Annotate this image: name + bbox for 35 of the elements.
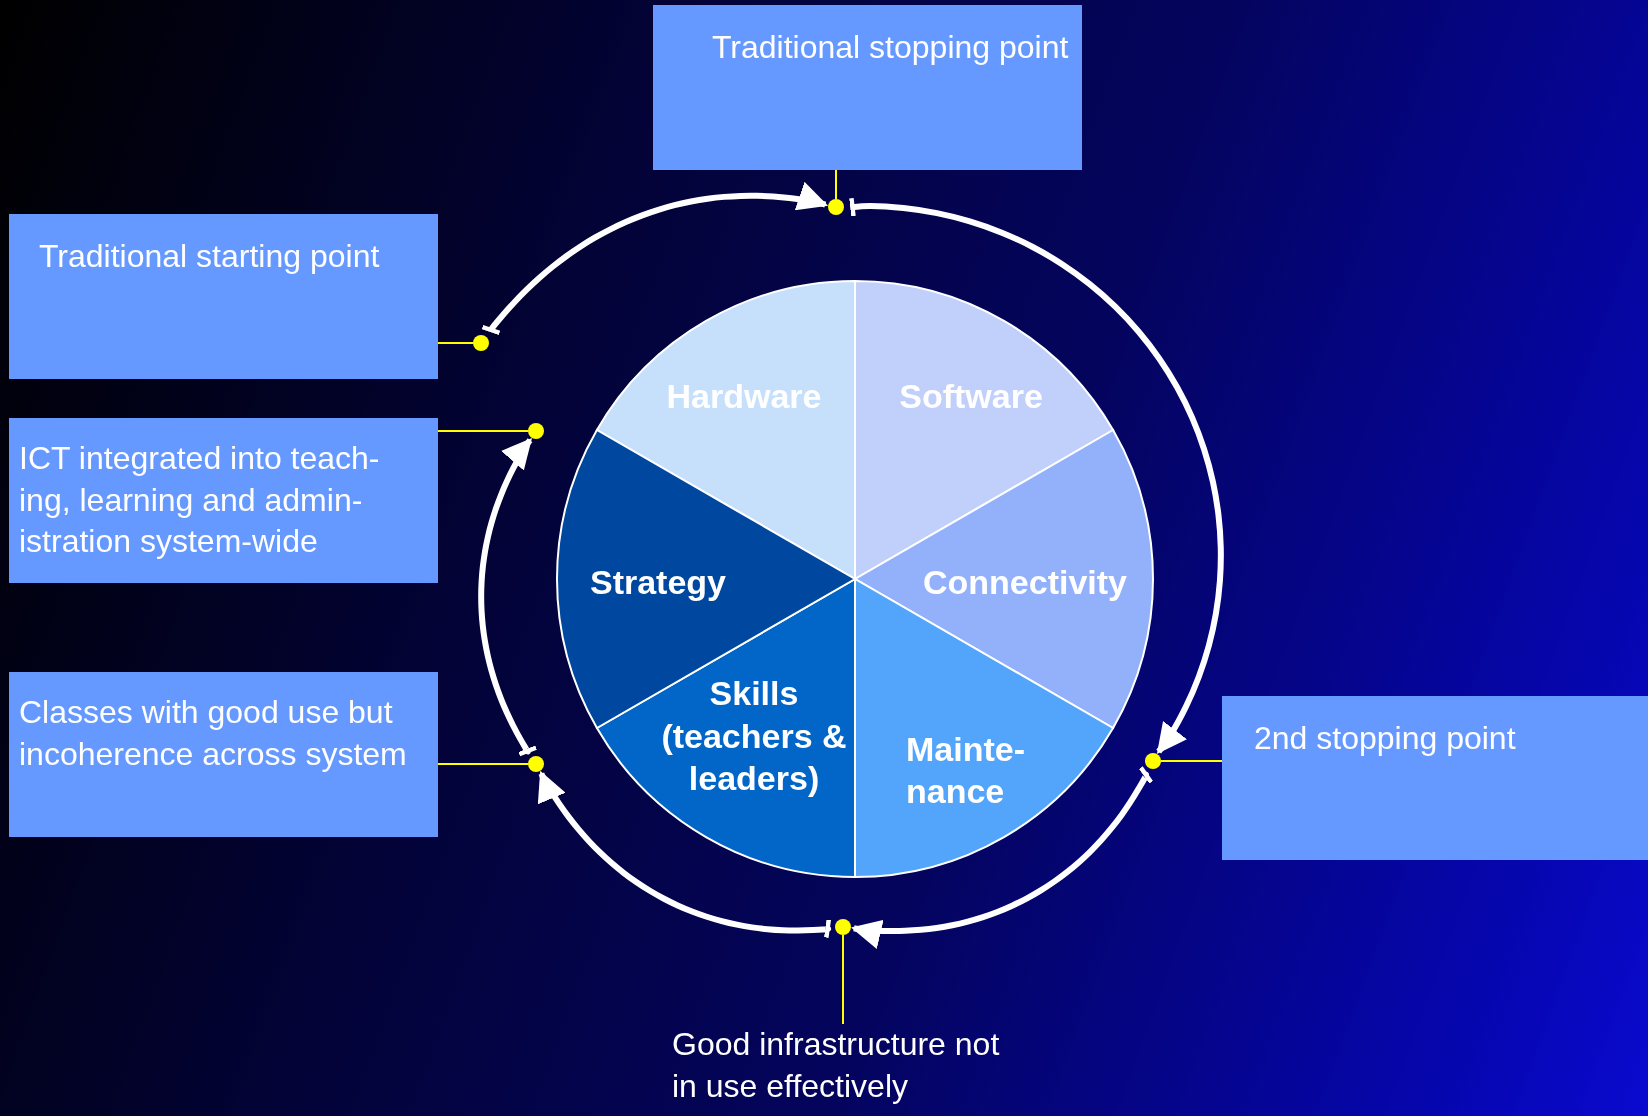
callout-box [9,672,438,837]
arrow [537,770,832,938]
arrow [481,181,829,335]
leader-line [437,342,474,344]
callout-text: Traditional stopping point [712,28,1070,67]
slice-label: Skills (teachers & leaders) [660,673,848,800]
leader-line [842,934,844,1025]
slice-label: Connectivity [922,561,1127,603]
slice-label: Software [899,375,1043,417]
marker-dot [1145,753,1161,769]
marker-dot [473,335,489,351]
slice-label: Strategy [589,561,727,603]
callout-text: Good infrastructure not in use effectively [672,1024,1032,1108]
slice-label: Hardware [666,375,822,417]
slice-label: Mainte- nance [906,728,1026,812]
leader-line [437,763,529,765]
marker-dot [835,919,851,935]
callout-box [9,418,438,583]
callout-box [9,214,438,379]
callout-text: ICT integrated into teach- ing, learning and admin- istration system-wide [19,439,381,562]
leader-line [835,169,837,200]
pie-slice [854,429,1154,729]
leader-line [1160,760,1223,762]
arrow [849,198,1224,754]
callout-text: 2nd stopping point [1254,719,1517,758]
marker-dot [528,423,544,439]
callout-text: Classes with good use but incoherence across system [19,693,408,774]
leader-line [437,430,529,432]
marker-dot [828,199,844,215]
callout-box [653,5,1082,170]
callout-text: Traditional starting point [39,237,381,276]
arrow [851,766,1153,949]
marker-dot [528,756,544,772]
callout-box [1222,696,1648,860]
arrow [478,438,537,757]
